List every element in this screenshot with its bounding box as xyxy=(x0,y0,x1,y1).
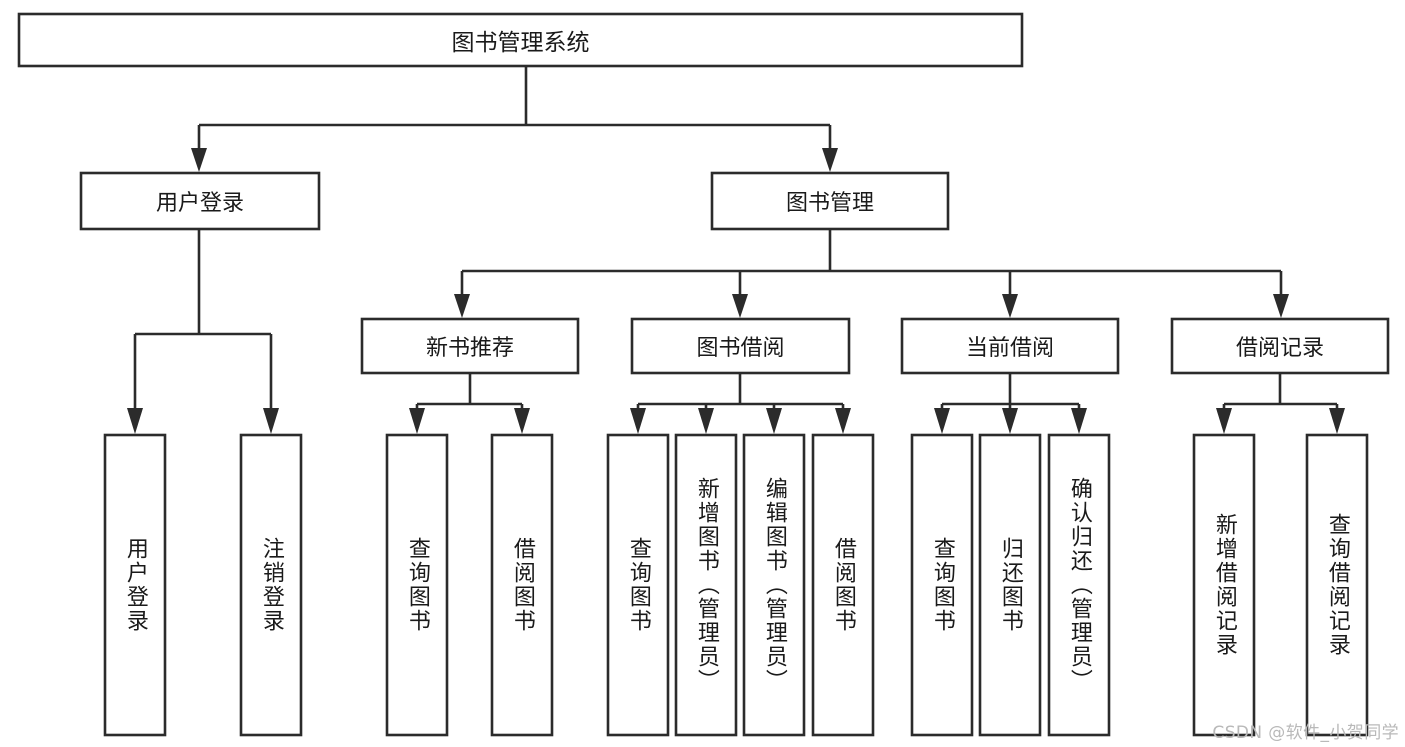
arrowhead-current-borrow xyxy=(1002,294,1018,318)
node-box-leaf-user-login[interactable] xyxy=(103,433,167,737)
arrowhead-bb-borrow xyxy=(835,408,851,434)
node-box-leaf-nb-borrow[interactable] xyxy=(490,433,554,737)
node-box-leaf-bb-edit[interactable] xyxy=(742,433,806,737)
arrowhead-nb-query xyxy=(409,408,425,434)
arrowhead-cb-confirm xyxy=(1071,408,1087,434)
node-box-user-login[interactable] xyxy=(79,171,321,231)
arrowhead-bb-edit xyxy=(766,408,782,434)
node-box-leaf-cb-return[interactable] xyxy=(978,433,1042,737)
node-box-borrow-record[interactable] xyxy=(1170,317,1390,375)
arrowhead-br-query xyxy=(1329,408,1345,434)
arrowhead-leaf-logout xyxy=(263,408,279,434)
arrowhead-leaf-user-login xyxy=(127,408,143,434)
arrowhead-bb-query xyxy=(630,408,646,434)
arrowhead-borrow-record xyxy=(1273,294,1289,318)
node-box-leaf-cb-confirm[interactable] xyxy=(1047,433,1111,737)
node-box-leaf-logout[interactable] xyxy=(239,433,303,737)
node-box-leaf-nb-query[interactable] xyxy=(385,433,449,737)
node-box-leaf-bb-borrow[interactable] xyxy=(811,433,875,737)
arrowhead-user-login xyxy=(191,148,207,172)
node-box-leaf-br-query[interactable] xyxy=(1305,433,1369,737)
arrowhead-book-mgmt xyxy=(822,148,838,172)
arrowhead-cb-query xyxy=(934,408,950,434)
node-box-book-borrow[interactable] xyxy=(630,317,851,375)
node-box-leaf-bb-add[interactable] xyxy=(674,433,738,737)
node-box-current-borrow[interactable] xyxy=(900,317,1120,375)
node-box-leaf-cb-query[interactable] xyxy=(910,433,974,737)
node-box-new-book-recommend[interactable] xyxy=(360,317,580,375)
arrowhead-cb-return xyxy=(1002,408,1018,434)
arrowhead-new-book-rec xyxy=(454,294,470,318)
arrowhead-book-borrow xyxy=(732,294,748,318)
node-box-leaf-br-add[interactable] xyxy=(1192,433,1256,737)
arrowhead-nb-borrow xyxy=(514,408,530,434)
node-box-book-management[interactable] xyxy=(710,171,950,231)
arrowhead-br-add xyxy=(1216,408,1232,434)
csdn-watermark: CSDN @软件_小贺同学 xyxy=(1212,723,1399,743)
node-box-root[interactable] xyxy=(17,12,1024,68)
node-box-leaf-bb-query[interactable] xyxy=(606,433,670,737)
arrowhead-bb-add xyxy=(698,408,714,434)
